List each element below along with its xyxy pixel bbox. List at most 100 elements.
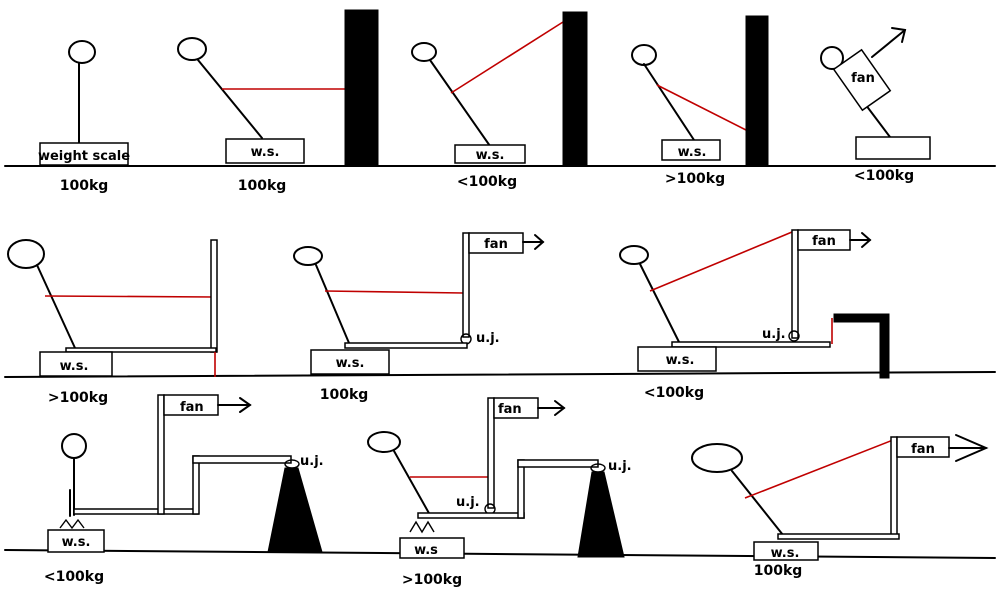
fan-box	[832, 48, 892, 112]
platform	[777, 533, 900, 540]
ground-line-row2	[4, 371, 996, 378]
scale-legs	[409, 520, 435, 534]
person-body	[315, 264, 350, 344]
connector-post	[517, 459, 525, 519]
person-head	[691, 443, 743, 473]
weight-scale-box	[39, 351, 113, 377]
wall	[344, 9, 379, 166]
weight-reading: 100kg	[320, 387, 369, 403]
arm-beam	[73, 508, 199, 515]
person-body	[36, 264, 76, 349]
weight-scale-box	[399, 537, 465, 559]
top-beam	[192, 455, 292, 464]
rope	[649, 231, 793, 292]
scale-label: weight scale	[38, 149, 130, 164]
fan-label: fan	[180, 400, 204, 415]
mast	[890, 436, 898, 538]
weight-reading: >100kg	[48, 390, 108, 406]
panel-9: fan u.j. w.s. <100kg	[44, 394, 324, 585]
thrust-arrow-head	[891, 27, 907, 43]
thrust-arrow-head	[861, 232, 872, 248]
scale-label: w.s.	[336, 356, 365, 371]
platform	[344, 342, 468, 349]
scale-label: w.s.	[771, 546, 800, 561]
panel-4: w.s. >100kg	[631, 15, 769, 187]
scale-legs	[59, 518, 85, 530]
panel-3: w.s. <100kg	[411, 11, 588, 190]
weight-scale-box	[225, 138, 305, 164]
person-head	[293, 246, 323, 266]
person-head	[177, 37, 207, 61]
scale-label: w.s.	[476, 148, 505, 163]
weight-reading: <100kg	[644, 385, 704, 401]
fan-label: fan	[484, 237, 508, 252]
weight-reading: <100kg	[457, 174, 517, 190]
weight-scale-box	[637, 346, 717, 372]
weight-reading: >100kg	[402, 572, 462, 588]
rope	[44, 295, 215, 298]
panel-2: w.s. 100kg	[177, 9, 379, 194]
weight-reading: <100kg	[854, 168, 914, 184]
mast	[157, 394, 165, 515]
weight-scale-box	[661, 139, 721, 161]
arm-beam	[417, 512, 525, 519]
panel-7: fan u.j. w.s. 100kg	[293, 232, 545, 403]
person-head	[367, 431, 401, 453]
pedestal	[267, 467, 323, 553]
panel-6: w.s. >100kg	[7, 239, 218, 406]
joint-label-2: u.j.	[608, 459, 632, 474]
thrust-arrow-head	[239, 397, 252, 413]
stand-leg	[879, 313, 890, 379]
scale-label: w.s.	[60, 359, 89, 374]
person-body	[643, 63, 695, 141]
weight-reading: 100kg	[60, 178, 109, 194]
person-body	[197, 59, 263, 139]
fan-label: fan	[812, 234, 836, 249]
person-head	[631, 44, 657, 66]
panel-10: fan u.j. u.j. w.s >100kg	[367, 397, 632, 588]
person-body	[393, 450, 431, 516]
thrust-arrow-head	[534, 234, 545, 250]
panel-8: fan u.j. w.s. <100kg	[619, 229, 890, 401]
rope	[656, 84, 747, 131]
scale-label: w.s.	[251, 145, 280, 160]
person-head	[411, 42, 437, 62]
person-body	[731, 470, 784, 536]
universal-joint	[284, 459, 300, 469]
weight-scale-box	[310, 349, 390, 375]
person-body	[639, 263, 681, 345]
weight-scale-box	[753, 541, 819, 561]
thrust-arrow-head	[955, 434, 989, 462]
rope	[324, 290, 464, 294]
joint-label-1: u.j.	[456, 495, 480, 510]
thrust-arrow-shaft	[871, 29, 906, 58]
mast	[487, 397, 495, 509]
rope	[744, 439, 894, 499]
joint-label: u.j.	[762, 327, 786, 342]
mast	[210, 239, 218, 353]
weight-reading: >100kg	[665, 171, 725, 187]
top-beam	[517, 459, 599, 468]
scale-label: w.s.	[678, 145, 707, 160]
person-head	[68, 40, 96, 64]
wall	[745, 15, 769, 166]
joint-label: u.j.	[300, 454, 324, 469]
ground-line-row3	[4, 549, 996, 559]
weight-reading: <100kg	[44, 569, 104, 585]
scale-label: w.s	[414, 543, 438, 558]
joint-label: u.j.	[476, 331, 500, 346]
person-head	[7, 239, 45, 269]
weight-scale-box	[39, 142, 129, 166]
pedestal	[577, 471, 625, 558]
platform	[671, 341, 831, 348]
mast	[791, 229, 799, 339]
weight-reading: 100kg	[238, 178, 287, 194]
scale-label: w.s.	[62, 535, 91, 550]
weight-scale-box	[47, 529, 105, 553]
weight-scale-box	[855, 136, 931, 160]
rope	[450, 21, 564, 94]
person-body	[429, 59, 491, 147]
platform	[65, 347, 217, 353]
fan-label: fan	[911, 442, 935, 457]
